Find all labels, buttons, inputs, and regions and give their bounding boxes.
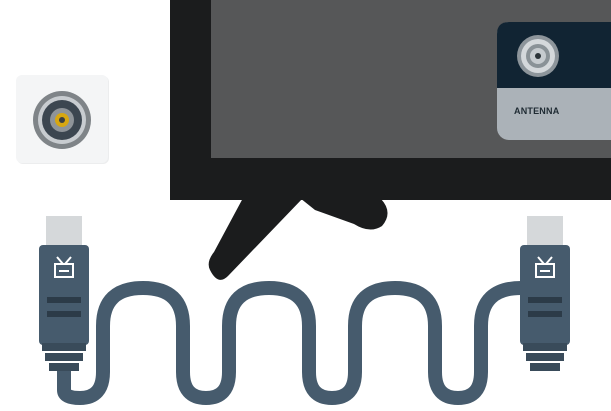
right-coax-plug — [520, 216, 570, 371]
antenna-wall-socket — [16, 75, 109, 164]
tv-stand — [209, 198, 388, 280]
coaxial-cable — [64, 288, 525, 398]
tv-antenna-port-panel — [497, 22, 611, 140]
coaxial-port-icon — [517, 35, 559, 77]
coaxial-socket-icon — [33, 91, 91, 149]
antenna-port-label: ANTENNA — [514, 106, 559, 116]
left-coax-plug — [39, 216, 89, 371]
